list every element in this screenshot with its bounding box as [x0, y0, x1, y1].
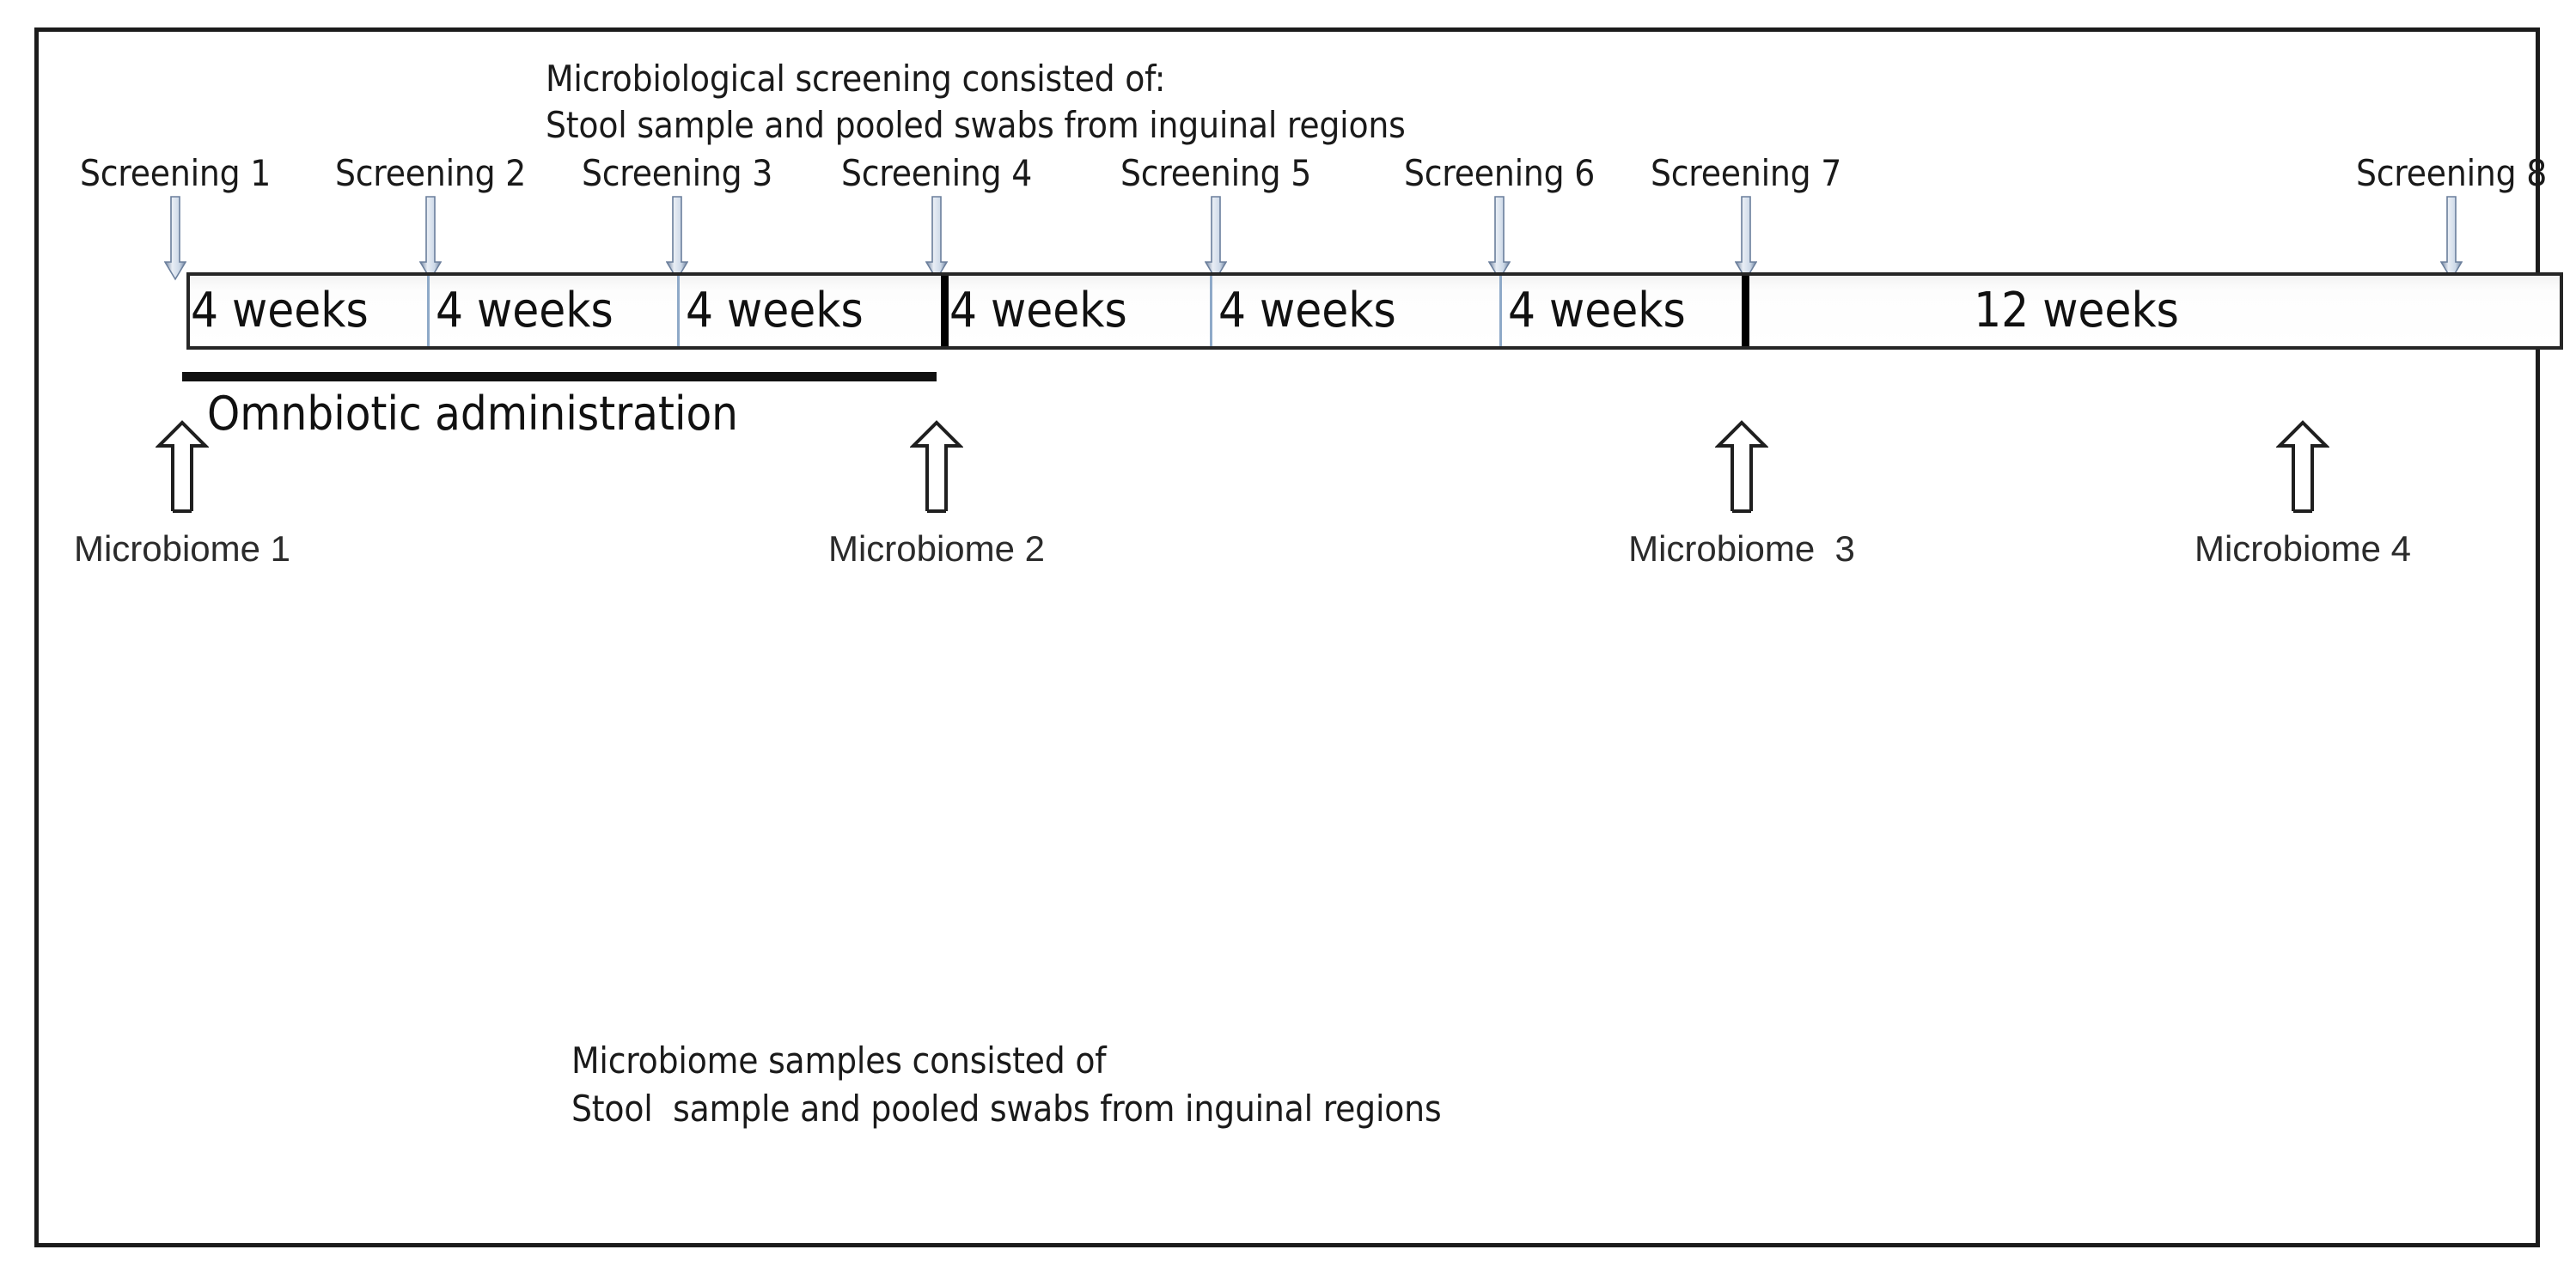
screening-label-8: Screening 8 [2355, 152, 2548, 194]
screening-label-5: Screening 5 [1120, 152, 1312, 194]
timeline-segment-label-3: 4 weeks [686, 283, 864, 338]
timeline-bar [186, 272, 2563, 350]
screening-label-6: Screening 6 [1403, 152, 1596, 194]
microbiome-label-3: Microbiome 3 [1628, 528, 1855, 569]
screening-down-arrow-icon-6 [1488, 195, 1511, 281]
omnbiotic-administration-bar [182, 372, 937, 381]
microbiome-up-arrow-icon-2 [910, 420, 963, 513]
study-design-figure: Microbiological screening consisted of: … [34, 27, 2563, 1247]
timeline-segment-label-6: 4 weeks [1508, 283, 1686, 338]
timeline-divider-6 [1742, 276, 1749, 346]
screening-label-1: Screening 1 [79, 152, 272, 194]
microbiome-label-2: Microbiome 2 [827, 528, 1046, 569]
screening-down-arrow-icon-1 [164, 195, 186, 281]
timeline-segment-label-7: 12 weeks [1974, 283, 2179, 338]
microbiological-screening-caption: Microbiological screening consisted of: … [546, 58, 1406, 146]
screening-down-arrow-icon-5 [1205, 195, 1227, 281]
microbiome-up-arrow-icon-1 [156, 420, 209, 513]
timeline-divider-1 [427, 276, 430, 346]
timeline-segment-label-4: 4 weeks [949, 283, 1127, 338]
microbiome-up-arrow-icon-4 [2276, 420, 2329, 513]
microbiome-label-1: Microbiome 1 [73, 528, 291, 569]
screening-down-arrow-icon-3 [666, 195, 688, 281]
timeline-segment-label-1: 4 weeks [191, 283, 369, 338]
screening-down-arrow-icon-8 [2440, 195, 2463, 281]
screening-down-arrow-icon-7 [1735, 195, 1757, 281]
timeline-segment-label-5: 4 weeks [1218, 283, 1396, 338]
screening-down-arrow-icon-4 [925, 195, 948, 281]
microbiome-label-4: Microbiome 4 [2194, 528, 2412, 569]
microbiome-samples-caption: Microbiome samples consisted of Stool sa… [571, 1039, 1442, 1130]
microbiome-up-arrow-icon-3 [1715, 420, 1768, 513]
screening-label-7: Screening 7 [1650, 152, 1842, 194]
screening-label-3: Screening 3 [581, 152, 773, 194]
timeline-segment-label-2: 4 weeks [436, 283, 613, 338]
screening-label-2: Screening 2 [334, 152, 527, 194]
timeline-divider-5 [1499, 276, 1502, 346]
timeline-divider-3 [941, 276, 949, 346]
omnbiotic-administration-label: Omnbiotic administration [207, 387, 738, 441]
timeline-divider-4 [1210, 276, 1212, 346]
timeline-divider-2 [677, 276, 680, 346]
figure-canvas: Microbiological screening consisted of: … [39, 32, 2563, 1243]
screening-down-arrow-icon-2 [419, 195, 442, 281]
screening-label-4: Screening 4 [840, 152, 1033, 194]
